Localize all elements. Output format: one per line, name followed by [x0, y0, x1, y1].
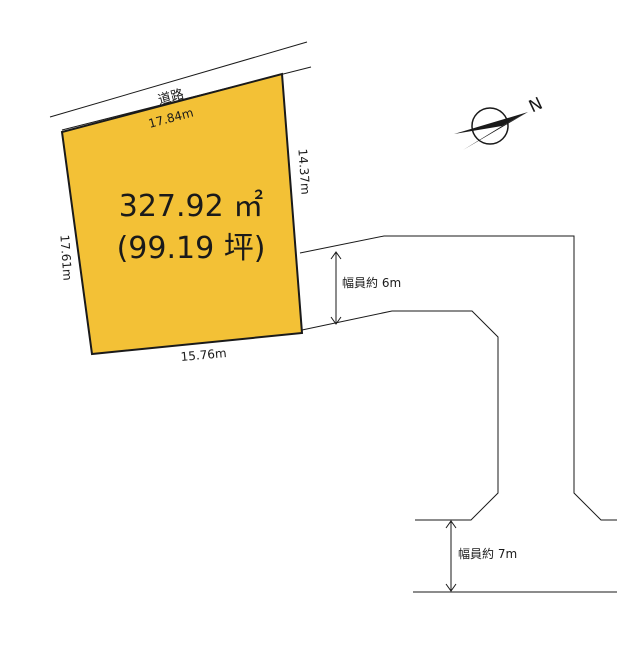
lot-area-tsubo: (99.19 坪) [117, 231, 266, 266]
arrowhead-top-7 [445, 520, 457, 529]
compass-north-label: N [526, 94, 546, 118]
lot-parcel [60, 72, 304, 356]
road-edge-outer [49, 41, 308, 118]
road-width-7-label: 幅員約 7m [458, 546, 517, 561]
arrowhead-top-6 [330, 251, 342, 260]
road-width-6-label: 幅員約 6m [342, 275, 401, 290]
compass-icon: N [454, 94, 546, 150]
access-road-upper-edge [299, 235, 617, 521]
rear-side-length: 15.76m [180, 346, 227, 364]
lot-area-sqm: 327.92 ㎡ [119, 189, 264, 224]
arrowhead-bottom-7 [445, 583, 457, 592]
right-side-length: 14.37m [295, 148, 312, 195]
left-side-length: 17.61m [57, 234, 74, 281]
arrowhead-bottom-6 [330, 316, 342, 325]
road-label: 道路 [156, 86, 185, 108]
access-road-lower-edge [301, 310, 499, 521]
